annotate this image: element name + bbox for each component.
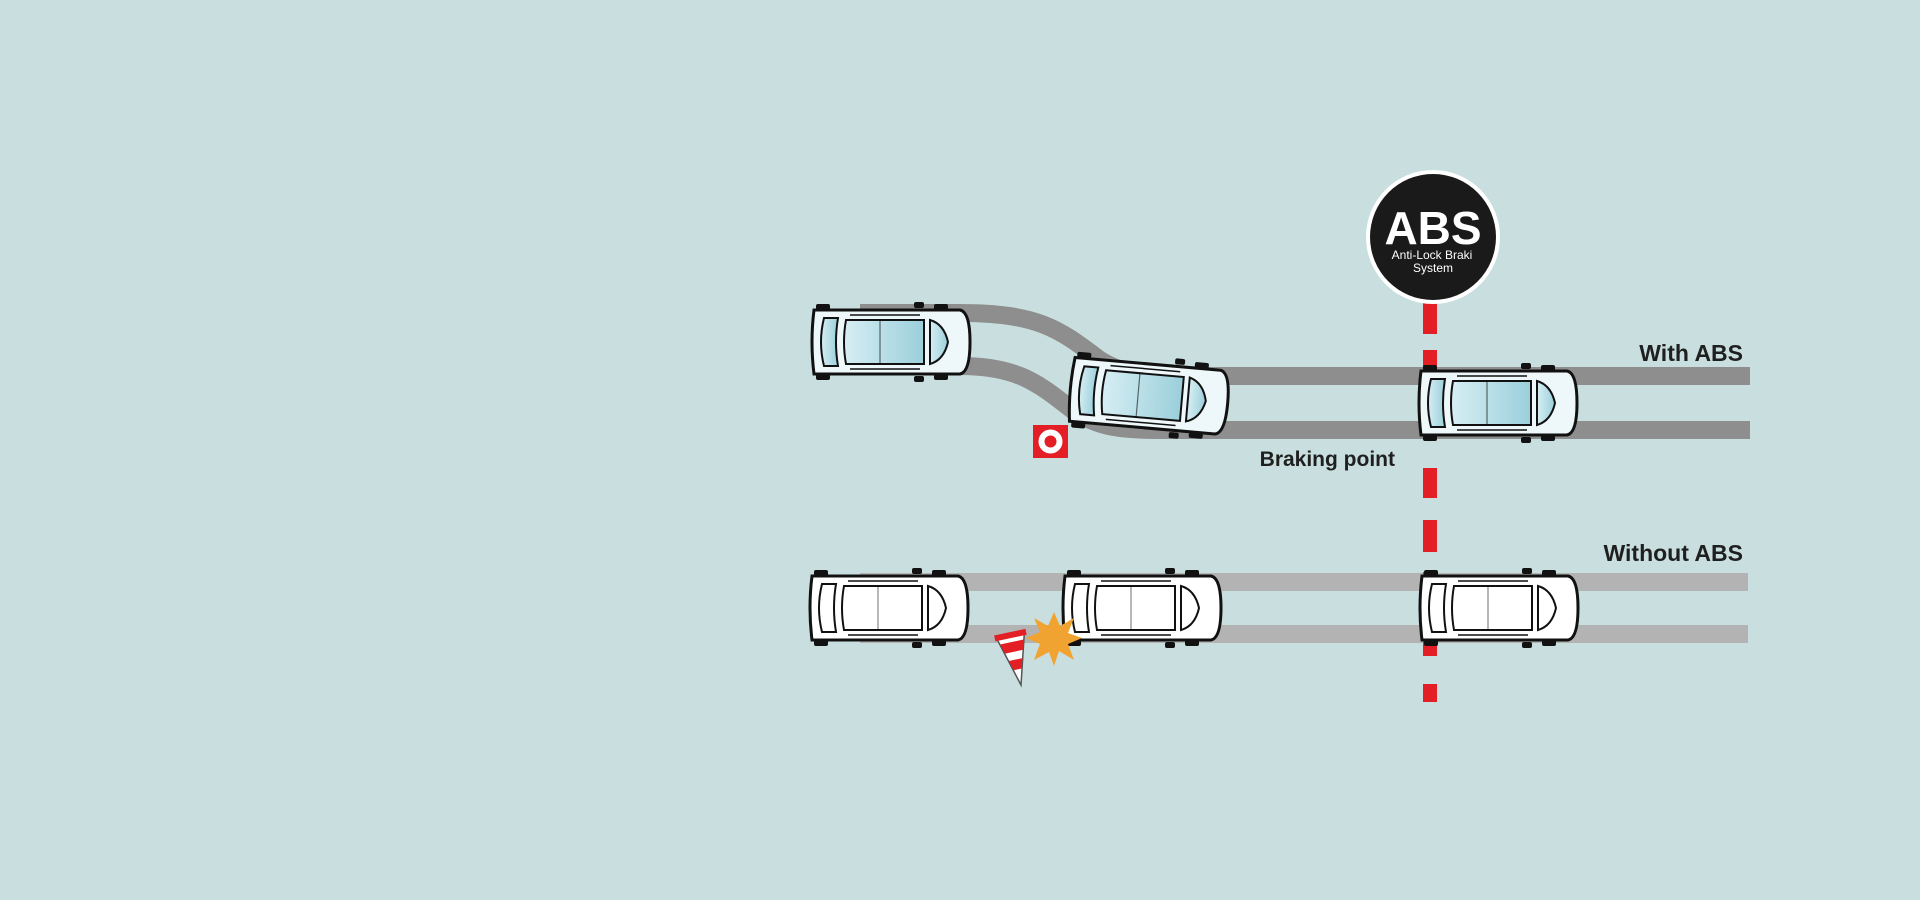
- car-without-abs-collided: [1061, 566, 1223, 650]
- car-without-abs-after: [1418, 566, 1580, 650]
- target-sign-icon: [1033, 425, 1068, 458]
- tracks-with-abs: [860, 304, 1750, 439]
- abs-badge-subtitle-line2: System: [1413, 261, 1453, 275]
- car-with-abs-after: [1417, 361, 1579, 445]
- car-without-abs-start: [808, 566, 970, 650]
- car-with-abs-start: [810, 300, 972, 384]
- label-with-abs: With ABS: [1639, 340, 1743, 366]
- abs-badge-subtitle-line1: Anti-Lock Braki: [1392, 248, 1473, 262]
- tracks-without-abs: [860, 573, 1748, 643]
- collision-star-icon: [1026, 612, 1082, 666]
- traffic-cone-icon: [994, 628, 1027, 688]
- abs-badge-title: ABS: [1384, 202, 1481, 254]
- label-without-abs: Without ABS: [1604, 540, 1743, 566]
- abs-badge: ABS Anti-Lock Braki System: [1366, 170, 1500, 304]
- label-braking-point: Braking point: [1260, 448, 1395, 471]
